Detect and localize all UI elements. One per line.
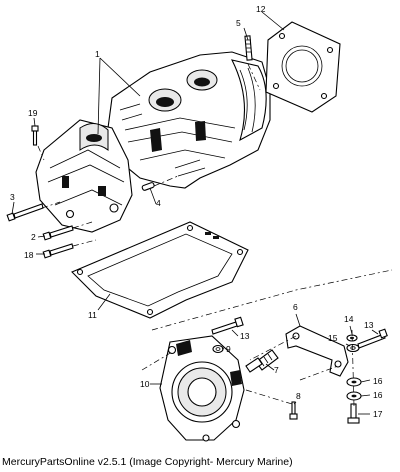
callout-18: 18 [24,250,34,260]
callout-19: 19 [28,108,38,118]
lower-housing-10 [159,335,245,442]
callout-16-upper: 16 [373,376,383,386]
screw-3 [6,203,44,222]
callout-2: 2 [31,232,36,242]
screw-18 [42,243,74,259]
callout-7: 7 [274,365,279,375]
callout-5: 5 [236,18,241,28]
screw-17 [347,403,360,424]
cylinder-block [107,51,271,189]
dowel-pin-4 [141,182,155,191]
callout-14: 14 [344,314,354,324]
screw-2 [42,225,74,241]
callout-6: 6 [293,302,298,312]
fitting-7 [245,349,279,373]
callout-16-lower: 16 [373,390,383,400]
gasket-11 [71,221,249,319]
callout-9: 9 [226,344,231,354]
callout-labels: 1 2 3 4 5 6 7 8 9 10 11 12 13 13 14 15 1… [10,4,383,419]
callout-4: 4 [156,198,161,208]
copyright-caption: MercuryPartsOnline v2.5.1 (Image Copyrig… [2,456,293,468]
bracket-6 [285,325,349,377]
stud-5 [244,35,253,61]
crankcase-cover [35,119,133,233]
screw-13-right [357,328,388,349]
washer-16-upper [346,377,362,387]
callout-10: 10 [140,379,150,389]
leader-lines [11,11,379,415]
assembly-centerlines [37,63,393,407]
callout-15: 15 [328,333,338,343]
callout-13-right: 13 [364,320,374,330]
callout-11: 11 [88,310,97,320]
screw-8 [289,401,298,420]
callout-17: 17 [373,409,383,419]
screw-19 [31,125,39,146]
callout-13-middle: 13 [240,331,250,341]
callout-8: 8 [296,391,301,401]
callout-1: 1 [95,49,100,59]
screw-13-middle [211,316,244,335]
callout-3: 3 [10,192,15,202]
gasket-12 [265,21,341,113]
callout-12: 12 [256,4,266,14]
washer-9 [212,344,224,354]
